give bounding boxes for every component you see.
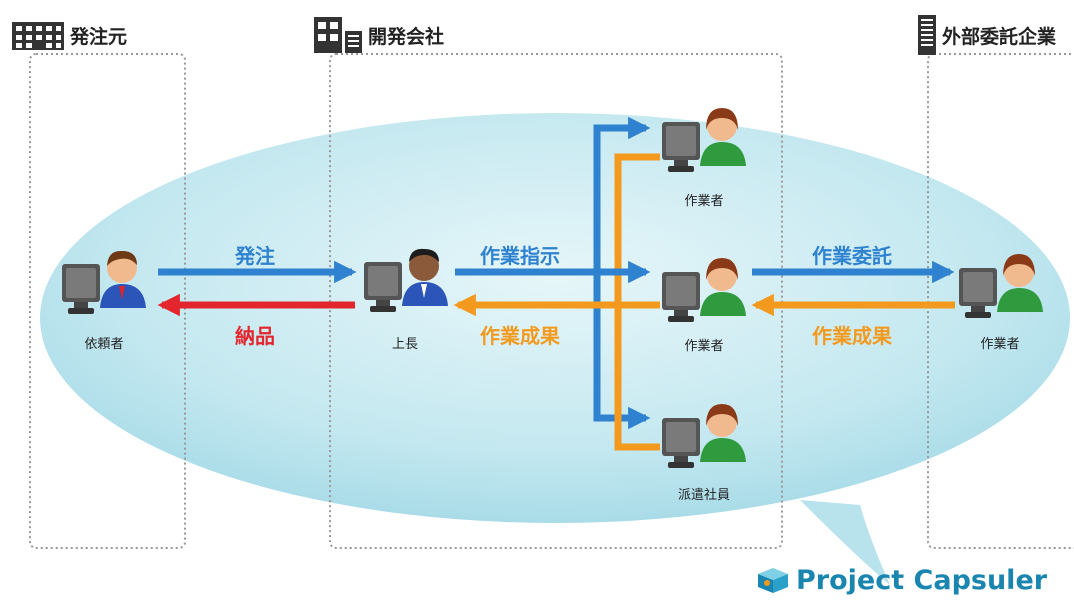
work-instruction-label: 作業指示: [480, 244, 560, 268]
brand-name: Project Capsuler: [796, 564, 1048, 596]
contractor-org-box: [927, 53, 1074, 549]
worker-top-caption: 作業者: [684, 194, 724, 209]
building-icon: [12, 22, 64, 50]
client-org-box: [29, 53, 186, 549]
requester-person-icon: [62, 250, 146, 314]
outsourcing-label: 作業委託: [812, 244, 892, 268]
developer-org-label: 開発会社: [368, 25, 445, 48]
worker-middle-caption: 作業者: [684, 339, 724, 354]
dispatched-staff-caption: 派遣社員: [677, 488, 731, 503]
boss-person-icon: [364, 248, 448, 312]
delivery-label: 納品: [235, 324, 275, 348]
developer-org-box: [329, 53, 783, 549]
client-org-label: 発注元: [70, 25, 128, 48]
contractor-org-label: 外部委託企業: [942, 25, 1057, 48]
office-building-icon: [314, 17, 362, 53]
order-label: 発注: [235, 244, 275, 268]
worker-top-person-icon: [662, 108, 746, 172]
work-result-label-left: 作業成果: [480, 324, 560, 348]
tower-building-icon: [918, 15, 936, 55]
client-org-header: 発注元: [12, 16, 127, 54]
worker-middle-person-icon: [662, 258, 746, 322]
brand-logo: Project Capsuler: [756, 562, 1047, 598]
boss-caption: 上長: [391, 337, 419, 352]
developer-org-header: 開発会社: [314, 16, 444, 54]
dispatched-staff-person-icon: [662, 404, 746, 468]
work-result-label-right: 作業成果: [812, 324, 892, 348]
capsule-box-icon: [758, 568, 788, 593]
contractor-org-header: 外部委託企業: [918, 15, 1057, 55]
external-worker-person-icon: [959, 254, 1043, 318]
requester-caption: 依頼者: [84, 337, 124, 352]
external-worker-caption: 作業者: [980, 337, 1020, 352]
speech-bubble: [40, 113, 1070, 585]
